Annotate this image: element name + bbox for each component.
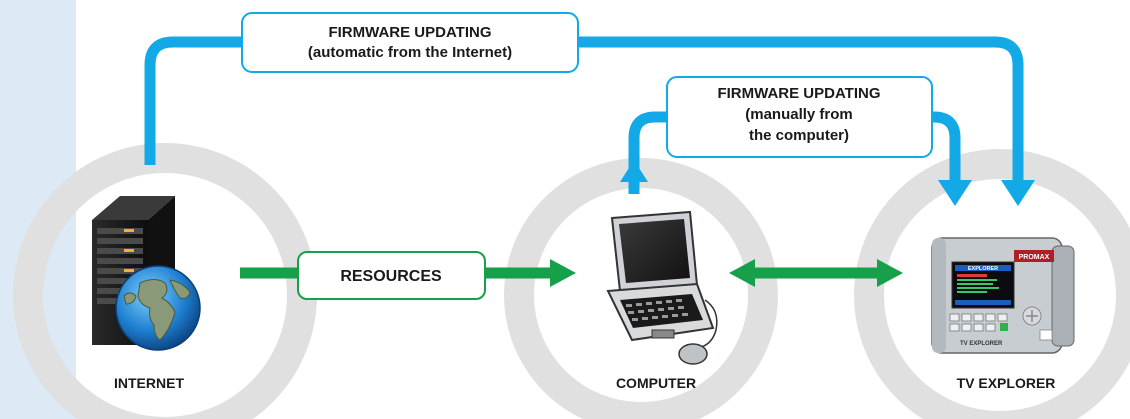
- tv-explorer-node-label: TV EXPLORER: [957, 375, 1056, 391]
- manual-update-box: [666, 76, 933, 158]
- device-brand-plate: [1014, 250, 1054, 262]
- auto-update-label-line1: FIRMWARE UPDATING: [328, 24, 491, 41]
- auto-update-arrow: [144, 36, 1024, 183]
- auto-update-box: [241, 12, 579, 73]
- tv-explorer-meter-icon: PROMAX EXPLORER TV EXPLORER: [931, 237, 1075, 354]
- auto-update-label-line2: (automatic from the Internet): [308, 44, 512, 61]
- resources-arrowhead: [550, 259, 576, 287]
- mouse-cable: [697, 299, 718, 349]
- tv-explorer-ring: [854, 149, 1130, 419]
- computer-upload-arrowhead: [620, 160, 648, 182]
- manual-update-label-line1: FIRMWARE UPDATING: [717, 85, 880, 102]
- resources-label: RESOURCES: [340, 268, 442, 285]
- manual-update-label-line3: the computer): [749, 127, 849, 144]
- manual-update-arrowhead: [938, 180, 972, 206]
- server-with-globe-icon: [92, 196, 201, 351]
- device-keypad: [949, 313, 1008, 332]
- device-screen-title: EXPLORER: [968, 266, 998, 272]
- resources-box: [297, 251, 486, 300]
- auto-update-arrowhead: [1001, 180, 1035, 206]
- computer-upload-stem: [628, 178, 640, 194]
- manual-update-label-line2: (manually from: [745, 106, 853, 123]
- mouse-icon: [678, 343, 708, 365]
- laptop-with-mouse-icon: [606, 210, 718, 365]
- computer-node-label: COMPUTER: [616, 375, 696, 391]
- sync-arrowhead-right: [877, 259, 903, 287]
- laptop-screen: [619, 219, 690, 283]
- device-brand: PROMAX: [1019, 254, 1050, 261]
- sync-arrowhead-left: [729, 259, 755, 287]
- internet-node-label: INTERNET: [114, 375, 184, 391]
- device-model: TV EXPLORER: [960, 341, 1003, 347]
